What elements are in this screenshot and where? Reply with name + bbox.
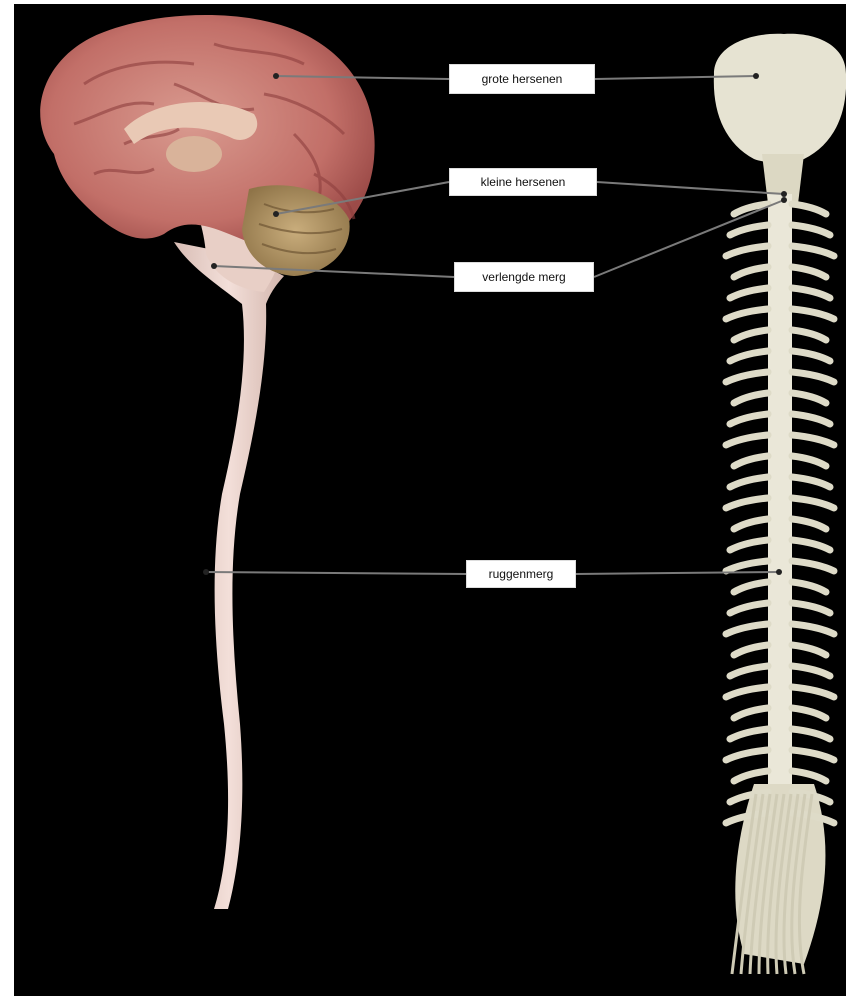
spine-model-cord	[768, 194, 792, 834]
spinal-nerve-right	[792, 435, 834, 445]
spinal-nerve-right	[792, 750, 834, 760]
spinal-nerve-right	[792, 309, 834, 319]
spinal-nerve-left	[730, 414, 768, 424]
spinal-nerve-right	[792, 204, 826, 214]
spinal-nerve-left	[734, 645, 768, 655]
thalamus	[166, 136, 222, 172]
spinal-nerve-left	[726, 309, 768, 319]
spinal-nerve-left	[730, 540, 768, 550]
spinal-nerve-right	[792, 540, 830, 550]
spinal-nerve-left	[726, 435, 768, 445]
leader-dot-verlengde-merg-right	[781, 197, 787, 203]
brain-sagittal	[40, 15, 374, 909]
spinal-nerve-right	[792, 771, 826, 781]
spinal-nerve-left	[734, 519, 768, 529]
leader-dot-kleine-hersenen-left	[273, 211, 279, 217]
label-kleine-hersenen: kleine hersenen	[449, 168, 597, 196]
spinal-nerve-right	[792, 729, 830, 739]
spinal-nerve-right	[792, 687, 834, 697]
spinal-nerve-left	[734, 708, 768, 718]
nervous-system-illustration	[14, 4, 846, 996]
spinal-nerve-right	[792, 666, 830, 676]
spinal-nerve-left	[726, 246, 768, 256]
spinal-nerve-right	[792, 645, 826, 655]
spinal-nerve-left	[726, 561, 768, 571]
leader-dot-grote-hersenen-right	[753, 73, 759, 79]
spinal-nerve-left	[730, 477, 768, 487]
spine-model-brain	[714, 34, 846, 163]
leader-dot-verlengde-merg-left	[211, 263, 217, 269]
label-verlengde-merg: verlengde merg	[454, 262, 594, 292]
leader-dot-ruggenmerg-right	[776, 569, 782, 575]
leader-line-ruggenmerg-left	[206, 572, 466, 574]
spinal-nerve-left	[734, 330, 768, 340]
spinal-nerve-right	[792, 519, 826, 529]
spinal-nerve-right	[792, 498, 834, 508]
spinal-nerve-right	[792, 351, 830, 361]
spinal-nerve-right	[792, 603, 830, 613]
spinal-nerve-right	[792, 414, 830, 424]
spinal-nerve-right	[792, 288, 830, 298]
spinal-nerve-left	[730, 603, 768, 613]
spinal-nerve-right	[792, 246, 834, 256]
spinal-nerve-left	[726, 498, 768, 508]
label-ruggenmerg: ruggenmerg	[466, 560, 576, 588]
spinal-nerve-left	[726, 624, 768, 634]
leader-line-verlengde-merg-right	[594, 200, 784, 277]
leader-line-kleine-hersenen-right	[597, 182, 784, 194]
spinal-nerve-left	[734, 582, 768, 592]
spinal-nerve-right	[792, 330, 826, 340]
spinal-nerve-left	[726, 750, 768, 760]
spinal-nerve-left	[734, 267, 768, 277]
spinal-nerve-left	[730, 288, 768, 298]
leader-dot-kleine-hersenen-right	[781, 191, 787, 197]
spinal-nerve-right	[792, 372, 834, 382]
spinal-nerve-right	[792, 561, 834, 571]
spinal-nerve-left	[726, 687, 768, 697]
leader-dot-ruggenmerg-left	[203, 569, 209, 575]
spinal-nerve-right	[792, 582, 826, 592]
spinal-nerve-left	[734, 456, 768, 466]
spinal-nerve-right	[792, 477, 830, 487]
spinal-nerve-left	[734, 771, 768, 781]
spinal-nerve-left	[730, 666, 768, 676]
spinal-nerve-left	[726, 372, 768, 382]
spinal-nerve-left	[730, 351, 768, 361]
leader-dot-grote-hersenen-left	[273, 73, 279, 79]
spinal-nerve-right	[792, 225, 830, 235]
leader-line-ruggenmerg-right	[576, 572, 779, 574]
spinal-nerve-left	[730, 225, 768, 235]
diagram-canvas: grote hersenen kleine hersenen verlengde m…	[14, 4, 846, 996]
spinal-nerve-right	[792, 267, 826, 277]
spinal-nerve-right	[792, 393, 826, 403]
spinal-nerve-right	[792, 456, 826, 466]
spinal-nerve-left	[730, 729, 768, 739]
spinal-cord-left	[174, 242, 284, 909]
label-grote-hersenen: grote hersenen	[449, 64, 595, 94]
spinal-nerve-right	[792, 624, 834, 634]
spine-model	[714, 34, 846, 974]
spinal-nerve-left	[734, 393, 768, 403]
spinal-nerve-right	[792, 708, 826, 718]
